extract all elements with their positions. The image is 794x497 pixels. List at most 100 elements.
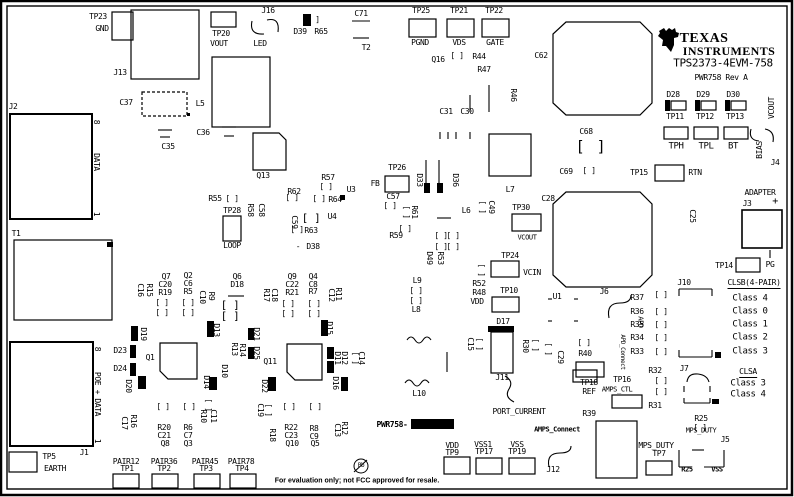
- label-r13: R13: [230, 342, 239, 356]
- label-j13: J13: [113, 68, 127, 77]
- label-tp24: TP24: [501, 251, 519, 260]
- label-poe-data: POE + DATA: [93, 371, 102, 417]
- label-r34: R34: [630, 333, 644, 342]
- pad-marks: [ ]: [307, 309, 321, 318]
- component-outline: [141, 91, 188, 117]
- component-outline-poly: [252, 132, 287, 171]
- label-l5: L5: [195, 99, 205, 108]
- pad-marks: [ ]: [306, 15, 320, 24]
- label-r20: R20: [157, 423, 171, 432]
- label-instruments: INSTRUMENTS: [682, 44, 776, 58]
- pad-marks: [ ]: [654, 387, 668, 396]
- component-outline: [475, 457, 503, 475]
- silkscreen-fill: [327, 361, 334, 373]
- label-c68: C68: [579, 127, 593, 136]
- label-c10: C10: [198, 290, 207, 304]
- label-r40: R40: [578, 349, 592, 358]
- label-8: 8: [92, 119, 101, 125]
- silkscreen-fill: [248, 328, 254, 340]
- pad-marks: [ ]: [654, 320, 668, 329]
- component-outline: [700, 100, 717, 111]
- label-r35: R35: [630, 320, 644, 329]
- pad-marks: [ ]: [181, 298, 195, 307]
- silkscreen-curve: [749, 128, 760, 142]
- label-pg: PG: [765, 260, 775, 269]
- label-tp12: TP12: [696, 112, 714, 121]
- label-u4: U4: [327, 212, 337, 221]
- component-outline: [443, 456, 471, 475]
- label-r25: R25: [681, 465, 693, 474]
- label-pair12: PAIR12: [112, 457, 140, 466]
- pad-marks: [ ]: [155, 298, 169, 307]
- label-d19: D19: [139, 327, 148, 341]
- label-d20: D20: [124, 379, 133, 393]
- label-l8: L8: [411, 305, 421, 314]
- component-outline: [723, 126, 749, 140]
- label-j12: J12: [546, 465, 560, 474]
- label-d38: D38: [306, 242, 320, 251]
- label-r14: R14: [238, 343, 247, 357]
- label-j4: J4: [770, 158, 780, 167]
- pad-marks: [ ]: [308, 402, 322, 411]
- component-outline: [229, 473, 257, 489]
- pad-marks: [ ]: [156, 402, 170, 411]
- label-loop: LOOP: [223, 241, 241, 250]
- label-tp5: TP5: [42, 452, 56, 461]
- component-outline: [211, 56, 271, 128]
- label-tp25: TP25: [412, 6, 430, 15]
- silkscreen-fill: [107, 242, 113, 247]
- label-c36: C36: [196, 128, 210, 137]
- label-l9: L9: [412, 276, 422, 285]
- label-q7: Q7: [161, 272, 171, 281]
- label-vcout: VCOUT: [517, 233, 537, 242]
- label-c20: C20: [158, 280, 172, 289]
- component-outline-poly: [159, 342, 198, 380]
- label-d10: D10: [220, 364, 229, 378]
- component-outline: [111, 11, 134, 41]
- silkscreen-fill: [207, 321, 214, 337]
- label-r63: R63: [304, 226, 318, 235]
- component-outline: [595, 420, 638, 479]
- label-q8: Q8: [160, 439, 170, 448]
- label-pwr758-rev-a: PWR758 Rev A: [694, 73, 748, 82]
- silkscreen-fill: [248, 347, 254, 359]
- label-c30: C30: [460, 107, 474, 116]
- pad-marks: [ ]: [446, 242, 460, 251]
- component-outline: [611, 394, 643, 409]
- component-outline: [193, 473, 221, 489]
- component-outline: [222, 215, 242, 242]
- label-d33: D33: [415, 173, 424, 187]
- label-tp26: TP26: [388, 163, 406, 172]
- pad-marks: [ ]: [654, 333, 668, 342]
- label-q13: Q13: [256, 171, 270, 180]
- pad-marks: [ ]: [544, 342, 553, 356]
- label-amps-connect: AMPS_Connect: [534, 425, 580, 434]
- pad-marks: [ ]: [182, 402, 196, 411]
- label-r16: R16: [129, 414, 138, 428]
- label-r12: R12: [340, 421, 349, 435]
- label-u3: U3: [346, 185, 356, 194]
- label-1: 1: [92, 211, 101, 217]
- label-class-1: Class 1: [732, 319, 768, 330]
- label-r36: R36: [630, 307, 644, 316]
- label-pwr758: PWR758-: [376, 420, 408, 429]
- label-vdd: VDD: [445, 441, 459, 450]
- label-tp28: TP28: [223, 206, 241, 215]
- pad-marks: [ ]: [409, 296, 423, 305]
- label-r7: R7: [308, 287, 318, 296]
- label-q10: Q10: [285, 439, 299, 448]
- label-d24: D24: [113, 364, 127, 373]
- board-outline: [6, 5, 788, 490]
- label-c7: C7: [183, 431, 193, 440]
- label-q3: Q3: [183, 439, 193, 448]
- pad-marks: [ ]: [282, 402, 296, 411]
- silkscreen-fill: [303, 14, 311, 26]
- label-c23: C23: [284, 431, 298, 440]
- pad-marks: [ ]: [204, 398, 213, 412]
- label-r22: R22: [284, 423, 298, 432]
- label-l7: L7: [505, 185, 515, 194]
- silkscreen-fill: [131, 326, 138, 341]
- label-r30: R30: [521, 339, 530, 353]
- label-class-4: Class 4: [732, 293, 768, 304]
- label-bt: BT: [727, 141, 739, 152]
